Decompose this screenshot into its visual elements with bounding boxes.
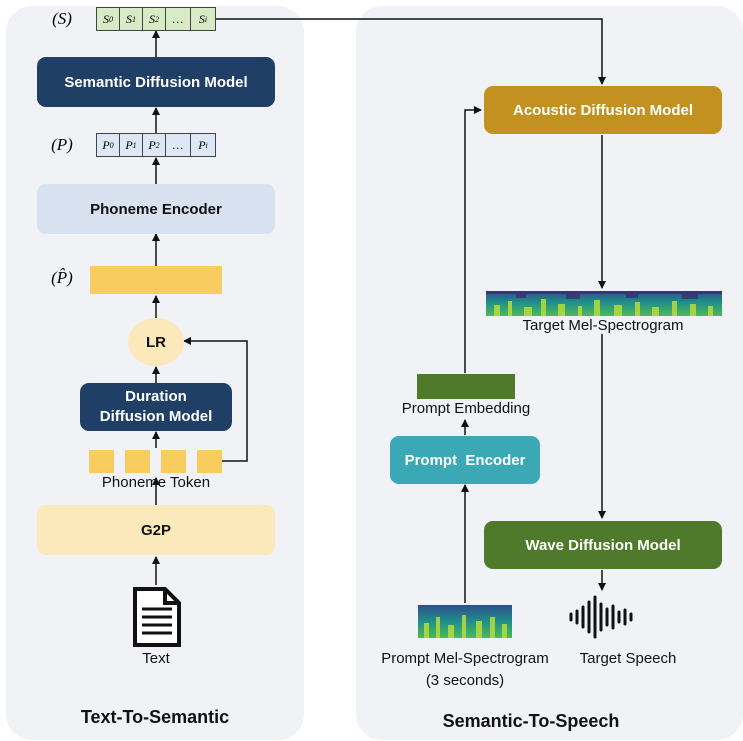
semantic-to-speech-title: Semantic-To-Speech [442, 711, 620, 731]
g2p-box: G2P [37, 505, 275, 555]
phoneme-token [197, 450, 222, 473]
semantic-seq-label: (S) [52, 9, 72, 28]
target-speech-label: Target Speech [579, 650, 677, 667]
target-mel-label: Target Mel-Spectrogram [522, 317, 684, 334]
wave-diffusion-model-box: Wave Diffusion Model [484, 521, 722, 569]
duration-diffusion-model-box: Duration Diffusion Model [80, 383, 232, 431]
expanded-phoneme-bar [90, 266, 222, 294]
text-to-semantic-title: Text-To-Semantic [80, 707, 230, 727]
prompt-mel-duration-note: (3 seconds) [425, 672, 505, 689]
phoneme-encoder-box: Phoneme Encoder [37, 184, 275, 234]
expanded-phoneme-label: (P̂) [51, 268, 73, 287]
duration-model-line1: Duration [125, 388, 187, 405]
prompt-mel-spectrogram [418, 605, 512, 638]
phoneme-token-label: Phoneme Token [101, 474, 211, 491]
prompt-mel-label: Prompt Mel-Spectrogram [381, 650, 549, 667]
document-icon [132, 586, 182, 648]
prompt-encoder-box: Prompt Encoder [390, 436, 540, 484]
phoneme-token [125, 450, 150, 473]
semantic-diffusion-model-box: Semantic Diffusion Model [37, 57, 275, 107]
text-label: Text [142, 650, 170, 667]
arrow-embedding-to-acoustic [464, 106, 482, 373]
phoneme-cell: … [165, 133, 191, 157]
duration-model-line2: Diffusion Model [99, 408, 213, 425]
semantic-cell: … [165, 7, 191, 31]
length-regulator-circle: LR [128, 318, 184, 366]
phoneme-seq-label: (P) [51, 135, 73, 154]
prompt-embedding-bar [417, 374, 515, 399]
arrow-semantic-to-acoustic [215, 18, 606, 85]
waveform-icon [568, 594, 638, 640]
phoneme-token [161, 450, 186, 473]
arrow-tokens-to-lr [183, 337, 248, 462]
target-mel-spectrogram [486, 291, 722, 316]
phoneme-token [89, 450, 114, 473]
acoustic-diffusion-model-box: Acoustic Diffusion Model [484, 86, 722, 134]
prompt-embedding-label: Prompt Embedding [401, 400, 531, 417]
